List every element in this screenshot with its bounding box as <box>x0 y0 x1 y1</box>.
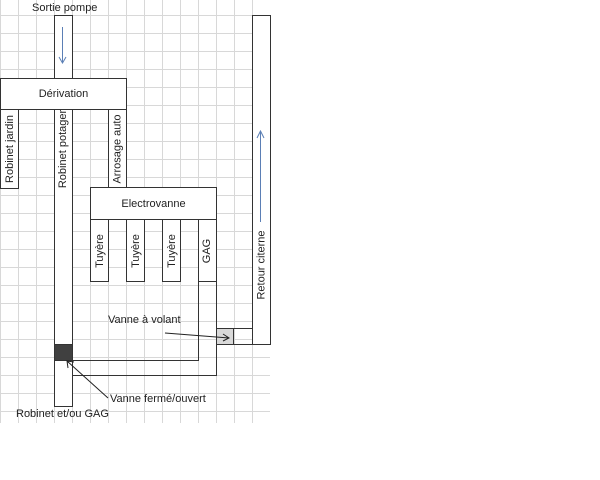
derivation-box: Dérivation <box>0 78 127 110</box>
branch-robinet-jardin: Robinet jardin <box>0 109 19 189</box>
up-arrow-icon <box>256 129 265 222</box>
gag-inner-line <box>72 281 199 361</box>
output-gag: GAG <box>198 219 217 282</box>
vanne-volant-valve <box>216 328 234 345</box>
down-arrow-icon <box>58 27 67 64</box>
branch-robinet-potager-pipe <box>54 109 73 407</box>
arrow-vanne-ferme-icon <box>66 360 109 399</box>
label-vanne-ferme: Vanne fermé/ouvert <box>110 393 206 405</box>
vanne-ferme-valve <box>54 344 73 361</box>
return-outer-line <box>72 344 217 376</box>
label-sortie-pompe: Sortie pompe <box>32 2 98 14</box>
derivation-label: Dérivation <box>38 88 89 100</box>
output-tuyere-3: Tuyère <box>162 219 181 282</box>
electrovanne-box: Electrovanne <box>90 187 217 220</box>
arrow-vanne-volant-icon <box>164 332 230 342</box>
label-robinet-gag: Robinet et/ou GAG <box>16 408 109 420</box>
output-tuyere-1: Tuyère <box>90 219 109 282</box>
label-vanne-volant: Vanne à volant <box>108 314 181 326</box>
output-tuyere-2: Tuyère <box>126 219 145 282</box>
